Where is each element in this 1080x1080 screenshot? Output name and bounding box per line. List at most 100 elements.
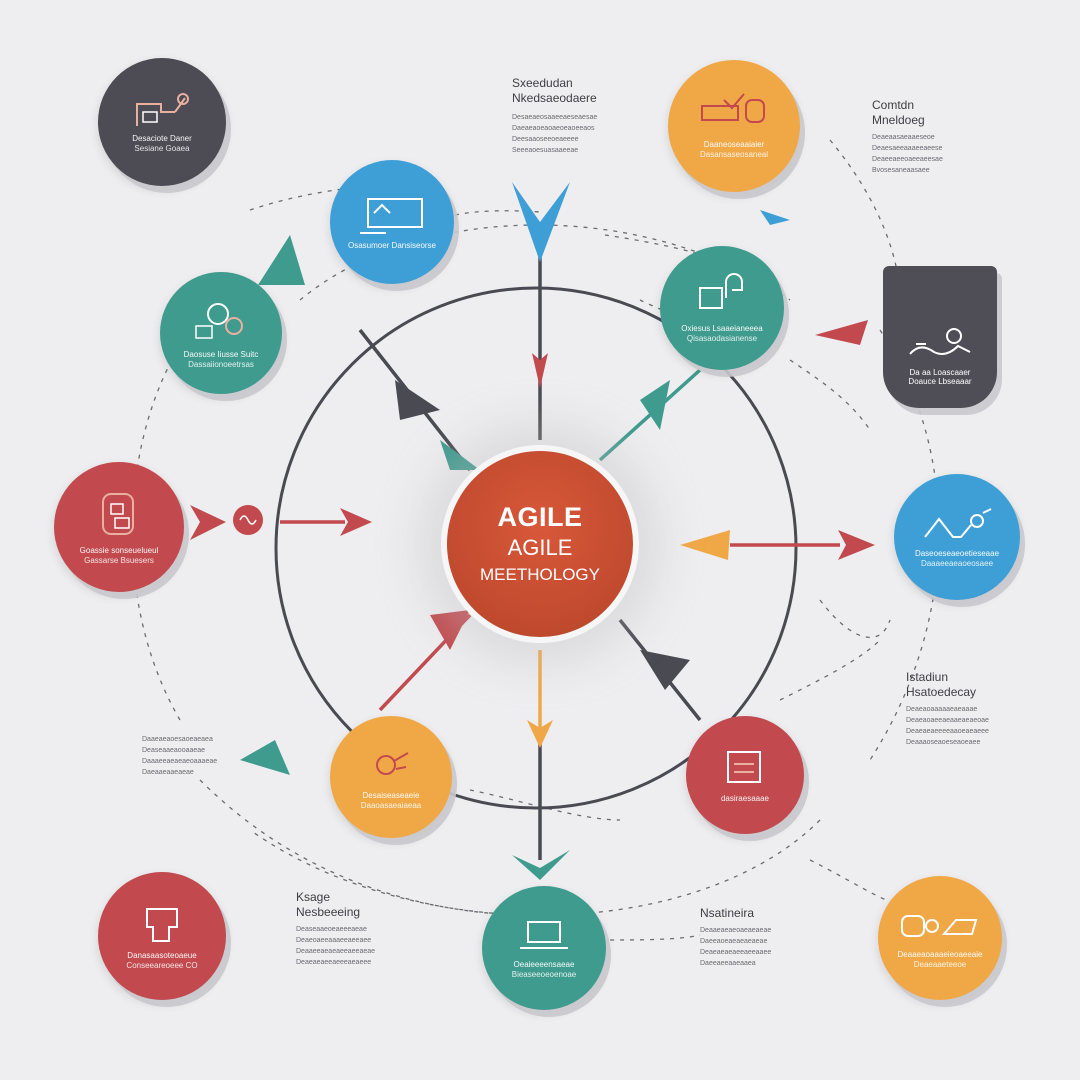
label-top-right: Comtdn Mneldoeg Deaeaasaeaaeseoe Deaesae… [872, 98, 943, 176]
arrow-sw-red [430, 610, 470, 650]
node-caption: Deaaeaoaaaeieoaeeaie [897, 950, 983, 959]
node-right-blue: Daseoeseaeoetieseaae Daaaeeaeaoeosaee [894, 474, 1020, 600]
label-heading: Comtdn [872, 98, 915, 112]
chat-icon [699, 273, 743, 309]
label-subheading: Nesbeeeing [296, 905, 361, 919]
node-caption: Oeaieeeensaeae [513, 960, 575, 969]
node-caption: Oxiesus Lsaaeianeeea [681, 324, 763, 333]
node-caption: Goassie sonseuelueul [79, 546, 159, 555]
hub-title-line3: MEETHOLOGY [480, 565, 600, 584]
node-caption: Daosuse Iiusse Suitc [183, 350, 259, 359]
node-bottom-orange: Deaaeaoaaaeieoaeeaie Deaeaaeteeoe [878, 876, 1002, 1000]
label-subheading: Mneldoeg [872, 113, 925, 127]
label-left-mid: Daaeaeaoesaoeaeaea Deaseaaeaooaaeae Daaa… [142, 734, 217, 778]
mountain-icon [924, 508, 992, 538]
orbit-ring [274, 286, 798, 810]
arrow-nw2 [440, 440, 480, 470]
node-caption: Desaiseaseaeie [362, 791, 420, 800]
node-caption: Osasumoer Dansiseorse [347, 241, 437, 250]
small-badge [233, 505, 263, 535]
label-line: Deaeoaeeaaaeeaeeaee [296, 937, 372, 944]
node-caption-secondary: Deaeaaeteeoe [913, 960, 967, 969]
label-subheading: Nkedsaeodaere [512, 91, 597, 105]
label-subheading: Nsatineira [700, 906, 755, 920]
node-bottom-teal: Oeaieeeensaeae Bieaseeoeoenoae [482, 886, 606, 1010]
node-top-left: Desaciote Daner Sesiane Goaea [98, 58, 226, 186]
arrow-left-red2 [190, 505, 226, 540]
label-line: Deaeaeaeeaeeeaeaeee [296, 959, 372, 966]
label-heading: Ksage [296, 890, 331, 904]
folder-icon [146, 908, 178, 942]
node-upper-blue: Osasumoer Dansiseorse [330, 160, 454, 284]
label-line: Deaeaasaeaaeseoe [872, 134, 935, 141]
presentation-icon [136, 93, 189, 126]
arrow-left-red [340, 508, 372, 536]
node-caption: Da aa Loascaaer [909, 368, 971, 377]
cloud-icon [909, 328, 971, 355]
label-line: Seeeaoesuasaaeeae [512, 147, 579, 154]
label-bottom-right: Nsatineira Deaaeaeaeoaeaeaeae Daeeaoeaea… [700, 906, 771, 969]
arrow-top-blue [512, 182, 570, 262]
arrow-tr-blue [760, 210, 790, 225]
node-caption-secondary: Qisasaodasianense [686, 334, 758, 343]
label-line: Deaeaeaeeeeaaoeaeaeee [906, 728, 989, 735]
label-line: Bvosesaneaasaee [872, 167, 930, 174]
label-line: Daeaeaoeaoaeoeaoeeaos [512, 125, 595, 132]
arrow-bottom-teal [512, 850, 570, 880]
node-caption: Daaneoseaaiaier [703, 140, 765, 149]
arrow-ne [640, 380, 670, 430]
node-caption-secondary: Daaaeeaeaoeosaee [920, 559, 994, 568]
label-line: Deaeaeaeaeeaeeaaee [700, 949, 772, 956]
node-caption: Daseoeseaeoetieseaae [914, 549, 1000, 558]
label-top-center: Sxeedudan Nkedsaeodaere Desaeaeosaaeeaes… [512, 76, 597, 156]
label-mid-right: Istadiun Hsatoedecay Deaeaoaaaaaeaeaaae … [906, 670, 989, 748]
arrow-down-orange [527, 720, 553, 748]
label-line: Daeaaeaaeaeae [142, 769, 194, 776]
label-line: Deaaeeaeaeaeeaeeaeae [296, 948, 376, 955]
checklist-icon [701, 93, 765, 123]
node-lower-orange: Desaiseaseaeie Daaoasaeaiaeaa [330, 716, 452, 838]
node-right-shield: Da aa Loascaaer Doauce Lbseaaar [883, 266, 997, 408]
clipboard-icon [102, 493, 134, 535]
node-left-teal: Daosuse Iiusse Suitc Dassaiionoeetrsas [160, 272, 282, 394]
label-subheading: Hsatoedecay [906, 685, 977, 699]
arrowheads [190, 182, 875, 880]
central-hub: AGILE AGILE MEETHOLOGY [447, 451, 633, 637]
node-caption-secondary: Doauce Lbseaaar [908, 377, 972, 386]
label-line: Deaaaoseaoeseaoeaee [906, 739, 981, 746]
label-line: Deaseaaeaooaaeae [142, 747, 206, 754]
label-line: Desaeaeosaaeeaeseaesae [512, 114, 598, 121]
node-caption-secondary: Bieaseeoeoenoae [511, 970, 577, 979]
node-right-teal: Oxiesus Lsaaeianeeea Qisasaodasianense [660, 246, 784, 370]
arrow-nw [395, 380, 440, 420]
node-caption: Desaciote Daner [132, 134, 192, 143]
node-caption-secondary: Conseeareoeee CO [126, 961, 198, 970]
node-top-orange: Daaneoseaaiaier Dasansaseosaneal [668, 60, 800, 192]
laptop-icon [520, 921, 568, 949]
label-line: Deaeaoaaaaaeaeaaae [906, 706, 978, 713]
arrow-se [640, 650, 690, 690]
arrow-tl-teal [258, 235, 305, 285]
label-line: Daeeaeeaaeaaea [700, 960, 756, 967]
arrow-right-orange [680, 530, 730, 560]
label-heading: Sxeedudan [512, 76, 573, 90]
label-line: Deaeeaeeoaeeaeesae [872, 156, 943, 163]
arrow-top-red [532, 353, 548, 388]
label-line: Deaaeaeaeoaeaeaeae [700, 927, 772, 934]
handshake-icon [376, 752, 409, 775]
arrow-ll-teal [240, 740, 290, 775]
node-caption-secondary: Gassarse Bsuesers [84, 556, 154, 565]
node-bottom-red: Danasaasoteoaeue Conseeareoeee CO [98, 872, 226, 1000]
label-line: Deesaaoseeoeaeeee [512, 136, 579, 143]
arrow-right-shield [815, 320, 868, 345]
label-line: Daaaeeaeaeaeoaaaeae [142, 758, 218, 765]
label-bottom-left: Ksage Nesbeeeing Deaseaaeoeaeeeaeae Deae… [296, 890, 375, 968]
node-caption: dasiraesaaae [720, 794, 770, 803]
monitor-icon [360, 198, 423, 234]
calendar-icon [727, 751, 761, 783]
node-caption-secondary: Daaoasaeaiaeaa [360, 801, 422, 810]
hub-title-line2: AGILE [507, 535, 573, 560]
label-line: Daeeaoeaeaeaeaeae [700, 938, 768, 945]
